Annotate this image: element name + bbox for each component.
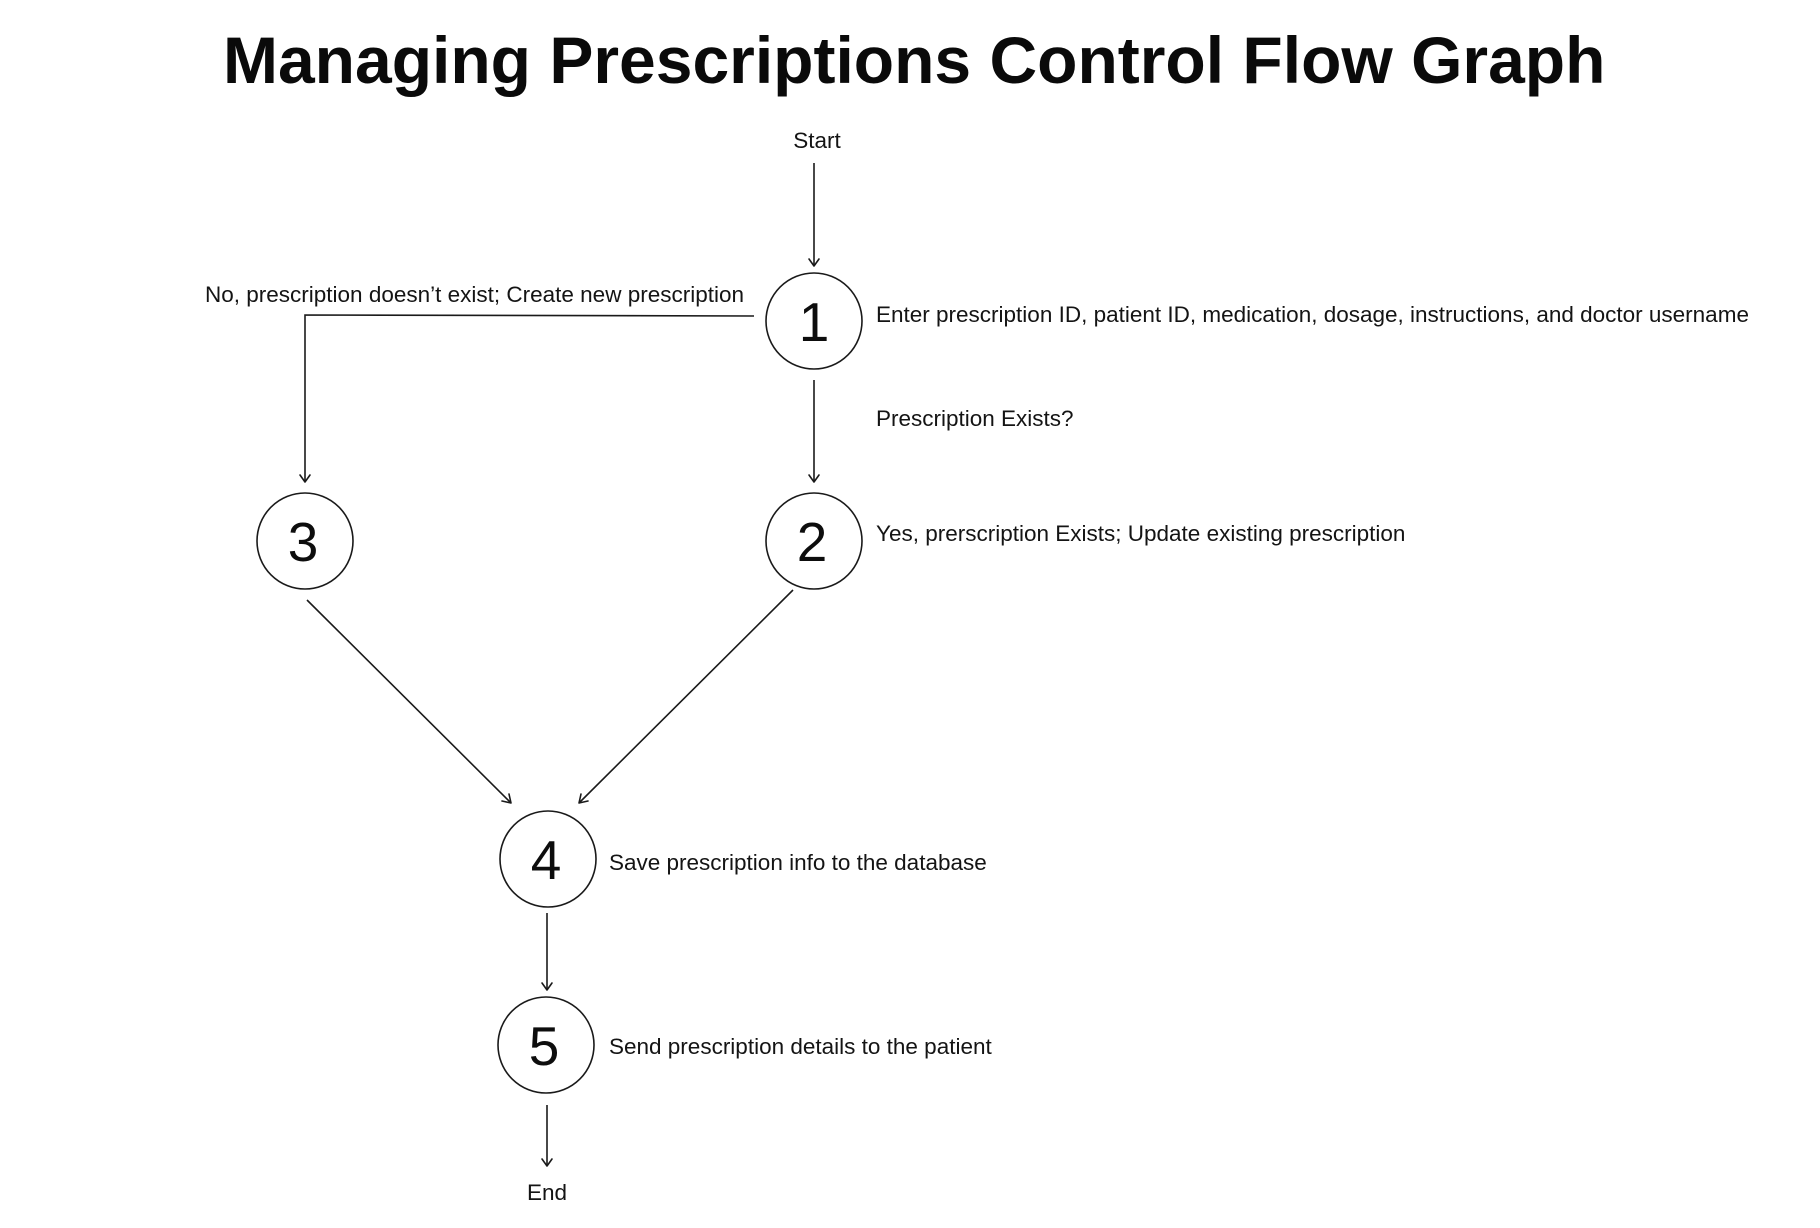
node-4-number: 4 [531, 829, 562, 891]
edge-2-to-4 [578, 589, 794, 804]
edge-5-to-end [541, 1105, 553, 1167]
edge-3-to-4 [306, 599, 512, 804]
node-5: 5 [497, 996, 595, 1094]
node-5-circle [497, 996, 595, 1094]
edges [299, 163, 820, 1167]
node-2-number: 2 [797, 511, 828, 573]
node-1: 1 [765, 272, 863, 370]
node-1-circle [765, 272, 863, 370]
node-4: 4 [499, 810, 597, 908]
diagram-title: Managing Prescriptions Control Flow Grap… [223, 23, 1605, 97]
node-5-description: Send prescription details to the patient [609, 1034, 992, 1059]
node-3-number: 3 [288, 511, 319, 573]
node-5-number: 5 [529, 1015, 560, 1077]
node-4-circle [499, 810, 597, 908]
edge-4-to-5 [541, 913, 553, 991]
edge-1-to-3 [299, 314, 755, 483]
node-2-description: Yes, prerscription Exists; Update existi… [876, 521, 1405, 546]
edge-start-to-1 [808, 163, 820, 267]
node-1-description: Enter prescription ID, patient ID, medic… [876, 302, 1749, 327]
edge-1-to-2 [808, 380, 820, 483]
node-2: 2 [765, 492, 863, 590]
edge-label-no-branch: No, prescription doesn’t exist; Create n… [205, 282, 744, 307]
node-4-description: Save prescription info to the database [609, 850, 987, 875]
end-label: End [527, 1180, 567, 1205]
node-2-circle [765, 492, 863, 590]
node-3-circle [256, 492, 354, 590]
node-3: 3 [256, 492, 354, 590]
edge-label-decision: Prescription Exists? [876, 406, 1074, 431]
start-label: Start [793, 128, 841, 153]
node-1-number: 1 [799, 291, 830, 353]
